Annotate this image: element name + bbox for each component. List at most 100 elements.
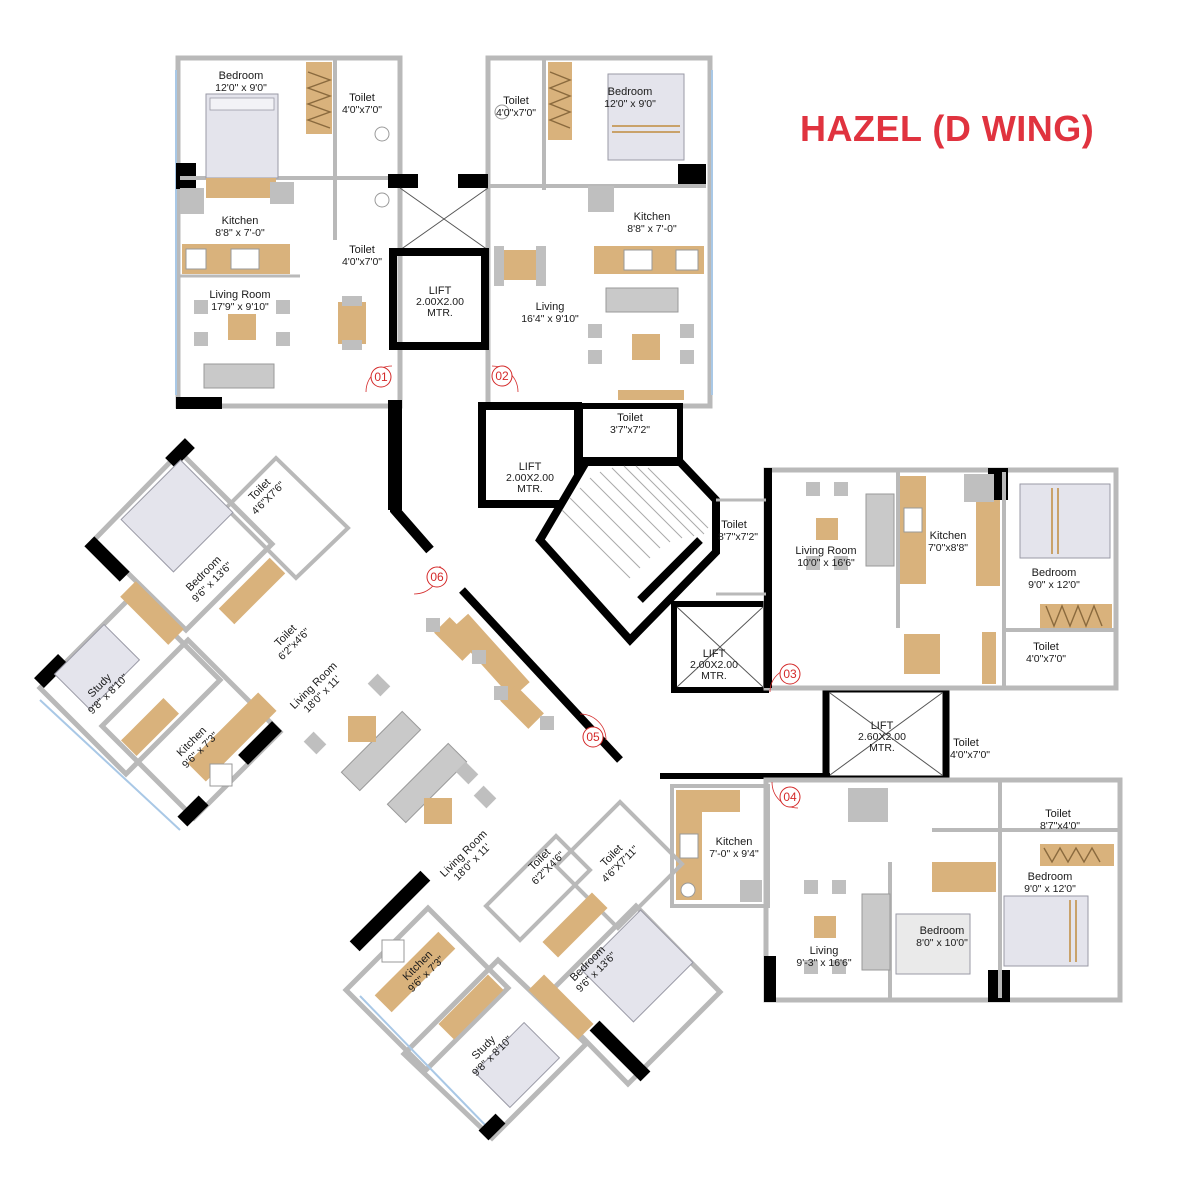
- unit-marker-04: [779, 786, 801, 808]
- lift-label: LIFT: [871, 720, 894, 732]
- room-dimension: 8'8" x 7'-0": [627, 223, 677, 235]
- unit-marker-05: [582, 726, 604, 748]
- wardrobe: [528, 974, 594, 1040]
- kitchen-counter: [438, 974, 504, 1040]
- sofa: [605, 287, 679, 313]
- hob: [623, 249, 653, 271]
- room-name: Living: [536, 301, 565, 313]
- unit-05-toilet-a-outline: [483, 833, 593, 943]
- shaft-cross: [676, 606, 764, 688]
- shaft-cross: [829, 692, 943, 776]
- unit-markers: 01 02 03 04 05 06: [370, 365, 801, 808]
- coffee-table: [348, 716, 376, 742]
- wardrobe: [120, 581, 184, 645]
- room-dimension: 17'9" x 9'10": [211, 301, 269, 313]
- wash-basin: [494, 104, 510, 120]
- lift-label: LIFT: [429, 285, 452, 297]
- coffee-table: [816, 518, 838, 540]
- room-name: Toilet: [349, 244, 375, 256]
- unit-06-toilet-outline: [223, 455, 351, 581]
- wardrobe-hangers: [1043, 846, 1101, 864]
- sofa: [861, 893, 891, 971]
- page-title: HAZEL (D WING): [800, 108, 1095, 149]
- room-dimension: 3'7"x7'2": [610, 424, 650, 436]
- unit-number-01: 01: [374, 370, 388, 384]
- coffee-table: [814, 916, 836, 938]
- study-bed: [53, 623, 141, 711]
- wall: [177, 795, 209, 827]
- chair: [494, 246, 504, 286]
- chair: [426, 618, 440, 632]
- chair: [834, 556, 848, 570]
- lift-unit: MTR.: [427, 307, 453, 319]
- chair: [680, 350, 694, 364]
- wardrobe-hangers: [1045, 604, 1103, 628]
- wardrobe: [450, 613, 530, 699]
- lift-size: 2.00X2.00: [416, 296, 464, 308]
- chair: [194, 332, 208, 346]
- door-swing: [771, 781, 799, 809]
- bed: [1019, 483, 1111, 559]
- pillow: [209, 97, 275, 111]
- room-name: Bedroom: [608, 86, 653, 98]
- wardrobe: [1040, 604, 1112, 628]
- kitchen-block: [670, 784, 770, 908]
- room-dimension: 10'0" x 16'6": [797, 557, 855, 569]
- hob: [230, 248, 260, 270]
- unit-marker-06: [426, 566, 448, 588]
- room-name: Toilet: [721, 519, 747, 531]
- room-dimension: 4'0"x7'0": [1026, 653, 1066, 665]
- dining-table: [228, 314, 256, 340]
- wash-basin: [374, 126, 390, 142]
- lift-unit: MTR.: [701, 670, 727, 682]
- lift-size: 2.00X2.00: [690, 659, 738, 671]
- sink: [680, 882, 696, 898]
- kitchen-counter: [187, 692, 277, 782]
- chair: [804, 880, 818, 894]
- unit-03: [716, 467, 1119, 693]
- shaft-cross: [399, 187, 489, 251]
- chair: [494, 686, 508, 700]
- chair: [367, 673, 391, 697]
- room-dimension: 4'0"x7'0": [496, 107, 536, 119]
- hob: [679, 833, 699, 859]
- wardrobe-hangers: [305, 71, 333, 129]
- room-name: Kitchen: [716, 836, 753, 848]
- room-labels: Bedroom 12'0" x 9'0" Toilet 4'0"x7'0" Ki…: [209, 70, 1080, 969]
- room-name: Kitchen: [930, 530, 967, 542]
- chair: [834, 482, 848, 496]
- unit-06-bedroom-outline: [90, 448, 276, 634]
- room-name: Living: [810, 945, 839, 957]
- room-name: Toilet: [1045, 808, 1071, 820]
- bed-base: [206, 178, 276, 198]
- wardrobe: [218, 557, 286, 625]
- dining-table: [338, 302, 366, 344]
- study-bed: [473, 1021, 561, 1109]
- unit-06: [34, 438, 486, 831]
- sink: [185, 248, 207, 270]
- dining-table: [848, 788, 888, 822]
- hob: [381, 939, 405, 963]
- unit-number-06: 06: [430, 570, 444, 584]
- dining-table: [434, 617, 478, 661]
- corridor-wall: [390, 400, 434, 554]
- room-dimension: 4'0"x7'0": [342, 256, 382, 268]
- sink: [675, 249, 699, 271]
- coffee-table: [632, 334, 660, 360]
- unit-number-05: 05: [586, 730, 600, 744]
- stair-treads: [561, 465, 709, 579]
- unit-01-outline: [175, 55, 403, 409]
- dining-table: [904, 634, 940, 674]
- chair: [194, 300, 208, 314]
- unit-05-toilet-b-outline: [553, 799, 685, 931]
- wall: [165, 438, 195, 468]
- kitchen-counter: [700, 790, 740, 812]
- room-name: Toilet: [349, 92, 375, 104]
- chair: [276, 332, 290, 346]
- chair: [832, 960, 846, 974]
- chair: [276, 300, 290, 314]
- kitchen-counter: [121, 698, 179, 756]
- sofa: [203, 363, 275, 389]
- chair: [455, 761, 479, 785]
- room-dimension: 12'0" x 9'0": [604, 98, 656, 110]
